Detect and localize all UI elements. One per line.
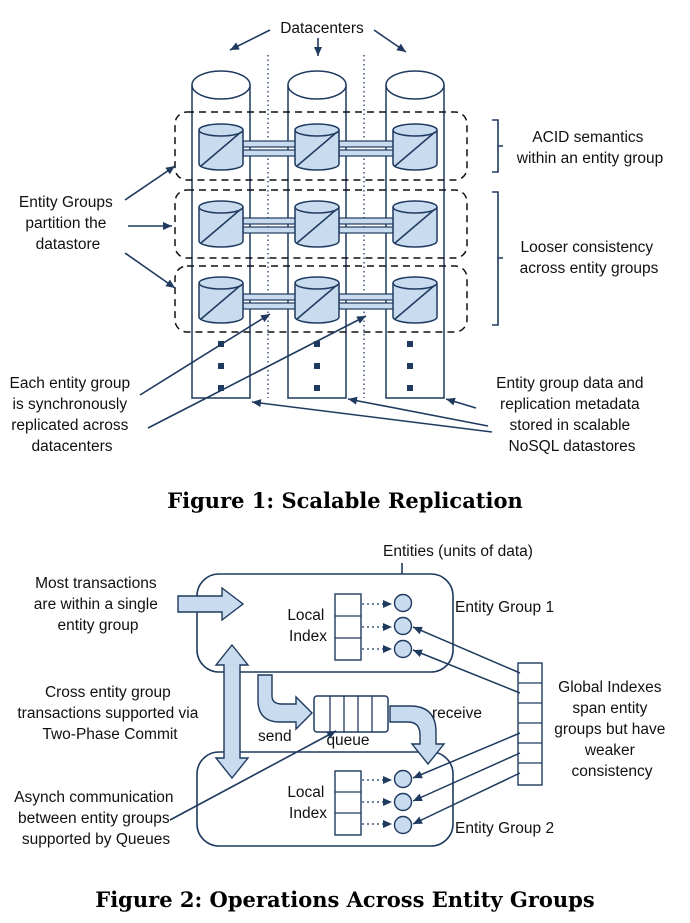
queue-label: queue bbox=[326, 732, 369, 749]
global-index-table bbox=[517, 662, 543, 786]
entity-group-replica bbox=[198, 123, 244, 171]
entity-group-replica bbox=[392, 276, 438, 324]
acid-label: ACID semantics within an entity group bbox=[516, 129, 663, 167]
entity-circle bbox=[393, 769, 413, 789]
figure-2-caption: Figure 2: Operations Across Entity Group… bbox=[95, 887, 594, 912]
entity-group-replica bbox=[198, 200, 244, 248]
single-group-arrow bbox=[177, 586, 245, 622]
local-index-1-label: Local Index bbox=[287, 607, 328, 645]
cross-group-label: Cross entity group transactions supporte… bbox=[17, 684, 202, 743]
entities-label: Entities (units of data) bbox=[383, 543, 533, 560]
datacenter-arrow-right bbox=[373, 29, 407, 53]
most-transactions-label: Most transactions are within a single en… bbox=[34, 575, 162, 634]
entity-group-replica bbox=[294, 200, 340, 248]
entity-group-replica bbox=[294, 276, 340, 324]
async-arrow bbox=[169, 730, 337, 821]
global-index-pointer bbox=[412, 649, 521, 694]
global-index-label: Global Indexes span entity groups but ha… bbox=[554, 679, 669, 780]
local-index-2-label: Local Index bbox=[287, 784, 328, 822]
nosql-label: Entity group data and replication metada… bbox=[496, 375, 648, 455]
receive-arrow bbox=[389, 705, 446, 766]
entity-group-replica bbox=[392, 123, 438, 171]
entity-group-box bbox=[174, 111, 468, 181]
entity-circle bbox=[393, 616, 413, 636]
datacenter-arrow-left bbox=[229, 29, 271, 51]
figure-1-caption: Figure 1: Scalable Replication bbox=[167, 488, 523, 513]
looser-brace bbox=[492, 191, 503, 326]
two-phase-commit-arrow bbox=[214, 643, 250, 780]
partition-arrow bbox=[124, 252, 176, 289]
queue-icon bbox=[313, 695, 389, 733]
sync-arrow bbox=[147, 315, 367, 429]
local-index-2-table bbox=[334, 770, 362, 836]
global-index-pointer bbox=[412, 772, 521, 825]
global-index-pointer bbox=[412, 732, 521, 779]
entity-group-box bbox=[174, 265, 468, 333]
sync-replication-label: Each entity group is synchronously repli… bbox=[10, 375, 135, 455]
entity-group-1-label: Entity Group 1 bbox=[455, 599, 554, 616]
acid-brace bbox=[492, 119, 503, 173]
entity-group-replica bbox=[392, 200, 438, 248]
looser-label: Looser consistency across entity groups bbox=[520, 239, 659, 277]
entity-circle bbox=[393, 792, 413, 812]
entity-group-box bbox=[174, 189, 468, 259]
partition-arrow bbox=[124, 165, 176, 201]
send-arrow bbox=[257, 674, 313, 731]
datacenters-label: Datacenters bbox=[280, 20, 364, 37]
sync-arrow bbox=[139, 313, 271, 396]
entity-group-replica bbox=[198, 276, 244, 324]
figure-1: Datacenters bbox=[10, 20, 664, 513]
nosql-arrow bbox=[445, 397, 477, 409]
entity-circle bbox=[393, 593, 413, 613]
entity-circle bbox=[393, 639, 413, 659]
entity-circle bbox=[393, 815, 413, 835]
send-label: send bbox=[258, 728, 292, 745]
entity-group-2-label: Entity Group 2 bbox=[455, 820, 554, 837]
entity-groups-label: Entity Groups partition the datastore bbox=[19, 194, 117, 253]
figure-2: Entities (units of data) Entity Group 1 … bbox=[14, 543, 669, 912]
local-index-1-table bbox=[334, 593, 362, 661]
nosql-arrow bbox=[251, 399, 493, 433]
entity-group-replica bbox=[294, 123, 340, 171]
receive-label: receive bbox=[432, 705, 482, 722]
nosql-arrow bbox=[347, 396, 489, 427]
global-index-pointer bbox=[412, 752, 521, 802]
async-label: Asynch communication between entity grou… bbox=[14, 789, 178, 848]
global-index-pointer bbox=[412, 626, 521, 674]
